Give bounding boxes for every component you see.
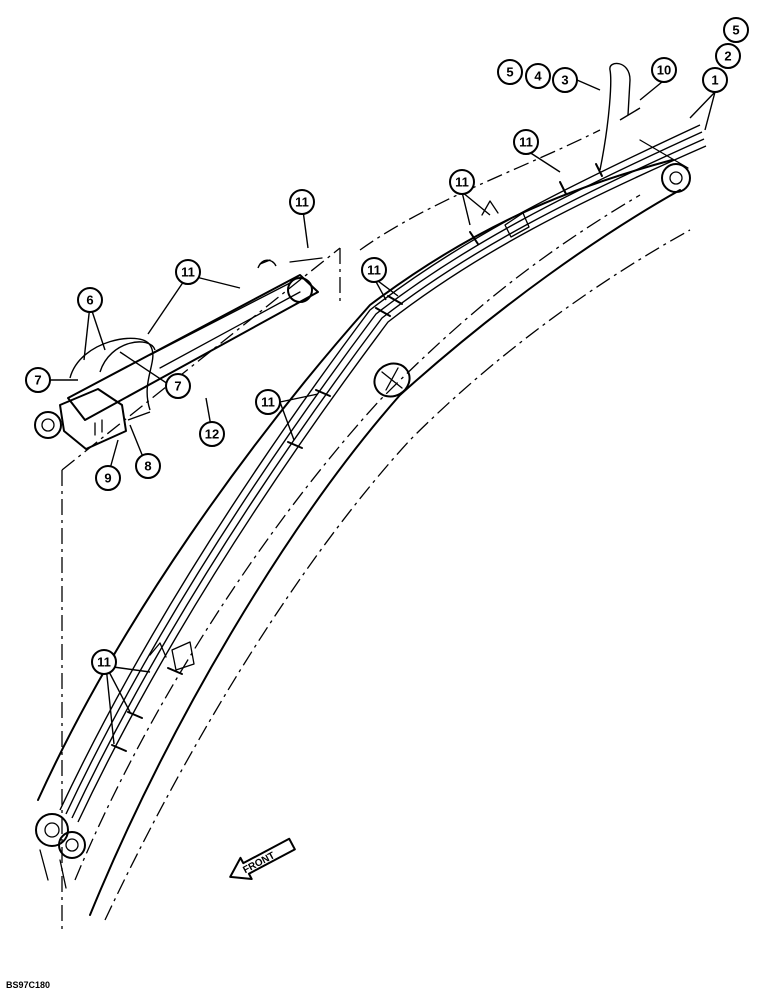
svg-text:8: 8	[144, 459, 151, 474]
callout-11-g: 11	[175, 259, 201, 285]
svg-text:12: 12	[205, 427, 219, 442]
callout-4: 4	[525, 63, 551, 89]
svg-text:11: 11	[519, 135, 533, 150]
arm-cylinder-assembly	[34, 257, 323, 450]
svg-text:4: 4	[534, 69, 542, 84]
callout-2: 2	[715, 43, 741, 69]
svg-text:1: 1	[711, 73, 718, 88]
svg-text:11: 11	[367, 263, 381, 278]
callout-6: 6	[77, 287, 103, 313]
svg-text:6: 6	[86, 293, 93, 308]
callout-11-e: 11	[91, 649, 117, 675]
svg-text:5: 5	[732, 23, 739, 38]
front-arrow: FRONT	[229, 837, 296, 881]
svg-text:11: 11	[261, 395, 275, 410]
callout-10: 10	[651, 57, 677, 83]
svg-text:11: 11	[97, 655, 111, 670]
svg-text:7: 7	[34, 373, 41, 388]
svg-text:11: 11	[455, 175, 469, 190]
svg-text:11: 11	[181, 265, 195, 280]
callout-12: 12	[199, 421, 225, 447]
callout-11-f: 11	[289, 189, 315, 215]
hose-clamps	[111, 163, 603, 752]
callout-8: 8	[135, 453, 161, 479]
callout-9: 9	[95, 465, 121, 491]
callout-5: 5	[497, 59, 523, 85]
phantom-lines	[61, 129, 691, 930]
callout-11-a: 11	[513, 129, 539, 155]
svg-text:9: 9	[104, 471, 111, 486]
svg-text:3: 3	[561, 73, 568, 88]
callout-5-top: 5	[723, 17, 749, 43]
svg-text:2: 2	[724, 49, 731, 64]
callout-7-right: 7	[165, 373, 191, 399]
callout-11-b: 11	[449, 169, 475, 195]
svg-text:5: 5	[506, 65, 513, 80]
svg-text:10: 10	[657, 63, 671, 78]
callout-11-d: 11	[255, 389, 281, 415]
callout-3: 3	[552, 67, 578, 93]
svg-text:7: 7	[174, 379, 181, 394]
callout-1: 1	[702, 67, 728, 93]
callout-11-c: 11	[361, 257, 387, 283]
callout-7-left: 7	[25, 367, 51, 393]
figure-code: BS97C180	[6, 980, 50, 990]
svg-text:11: 11	[295, 195, 309, 210]
hose-bundle	[59, 62, 707, 823]
boom-outline	[35, 139, 691, 916]
